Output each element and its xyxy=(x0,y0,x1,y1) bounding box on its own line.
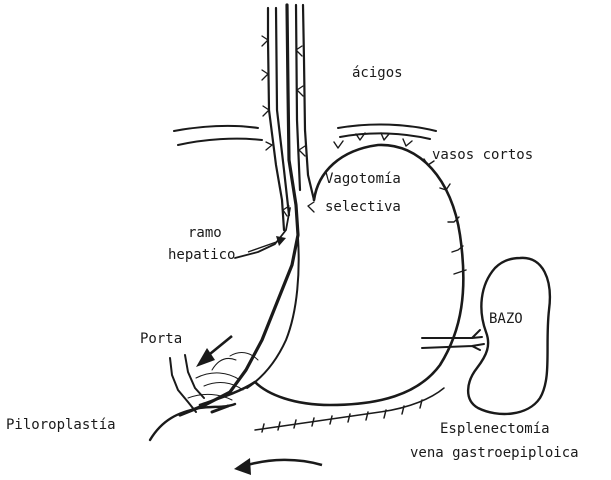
gastroepiploic-flow-arrow xyxy=(234,458,322,475)
vagotomia-label: Vagotomía xyxy=(325,172,401,186)
esophagus xyxy=(268,5,314,230)
esplenectomia-label: Esplenectomía xyxy=(440,422,550,436)
bazo-label: BAZO xyxy=(489,312,523,326)
gastroepiploic-vessels xyxy=(255,388,444,432)
hepatic-branch xyxy=(235,208,290,258)
vasos-cortos-label: vasos cortos xyxy=(432,148,533,162)
acigos-label: ácigos xyxy=(352,66,403,80)
porta-label: Porta xyxy=(140,332,182,346)
hepatico-label: hepatico xyxy=(168,248,235,262)
vagus-nerve xyxy=(180,5,298,415)
ramo-label: ramo xyxy=(188,226,222,240)
piloroplastia-label: Piloroplastía xyxy=(6,418,116,432)
selectiva-label: selectiva xyxy=(325,200,401,214)
hepatic-label-pointer xyxy=(248,236,286,252)
vena-gastroepiploica-label: vena gastroepiploica xyxy=(410,446,579,460)
portal-flow-arrow xyxy=(196,336,232,367)
spleen xyxy=(468,258,550,414)
